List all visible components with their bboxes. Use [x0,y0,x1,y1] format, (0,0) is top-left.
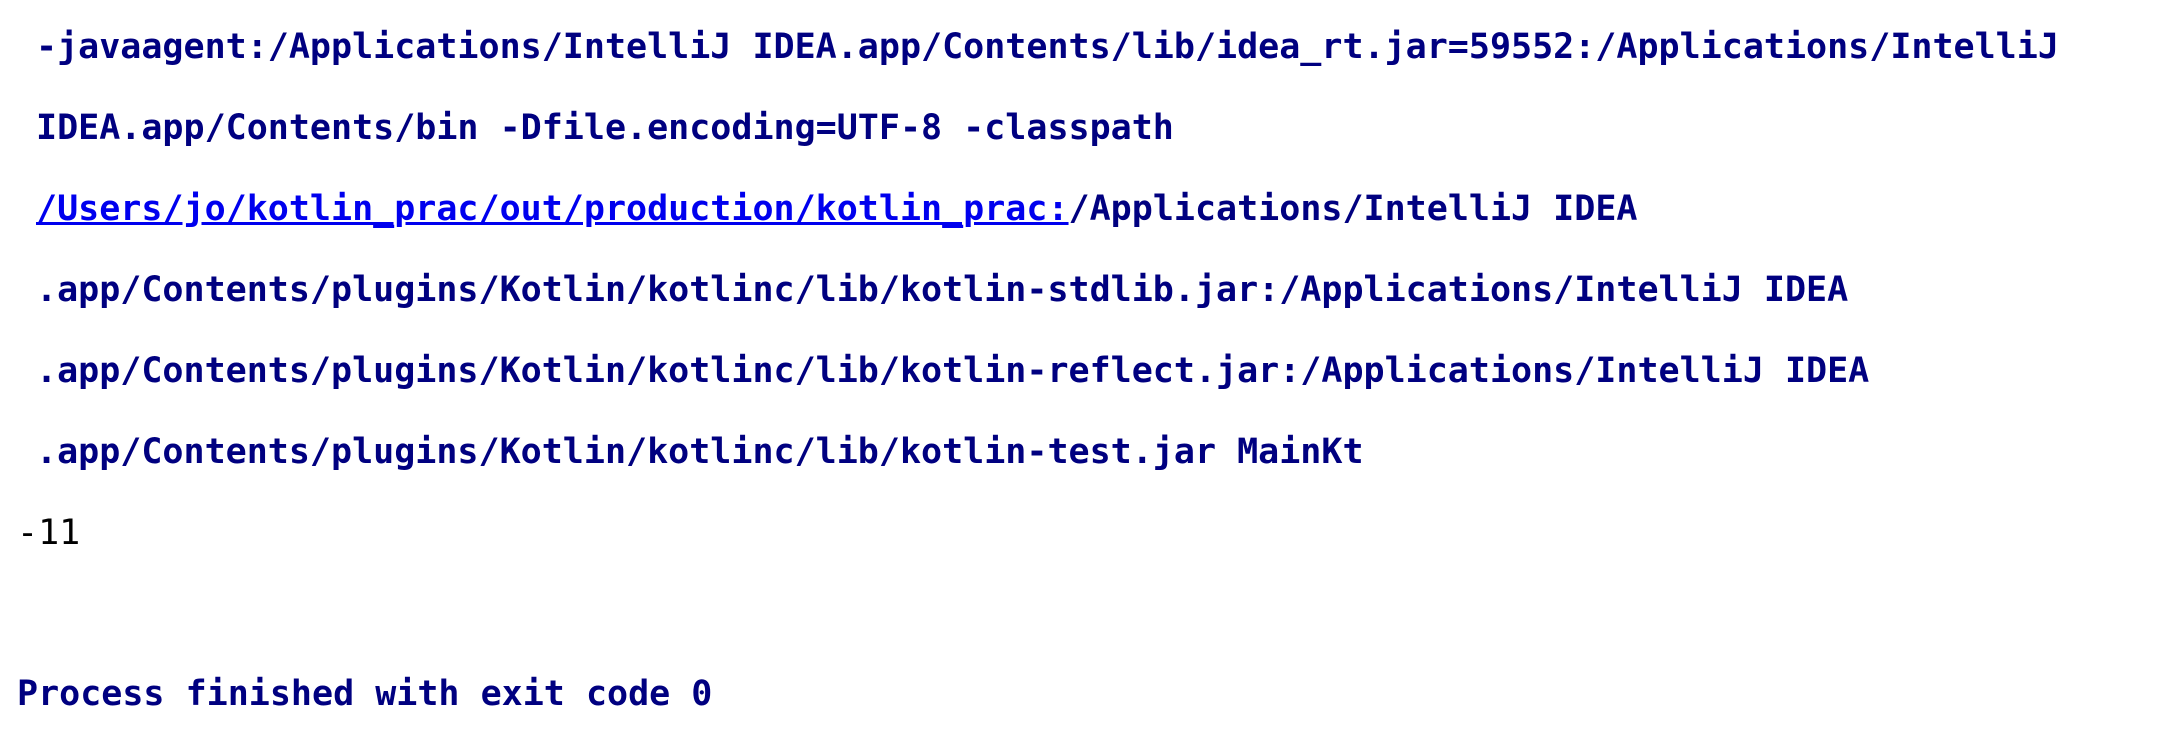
command-line-6: .app/Contents/plugins/Kotlin/kotlinc/lib… [36,432,1364,472]
command-line-1: -javaagent:/Applications/IntelliJ IDEA.a… [36,27,2059,67]
program-output: -11 [17,513,81,553]
exit-message: Process finished with exit code 0 [17,674,713,714]
command-line-3: /Users/jo/kotlin_prac/out/production/kot… [36,187,1637,231]
classpath-output-link[interactable]: /Users/jo/kotlin_prac/out/production/kot… [36,189,1069,229]
command-line-3-rest: /Applications/IntelliJ IDEA [1068,189,1638,229]
command-line-5: .app/Contents/plugins/Kotlin/kotlinc/lib… [36,351,1870,391]
command-line-4: .app/Contents/plugins/Kotlin/kotlinc/lib… [36,270,1849,310]
command-line-2: IDEA.app/Contents/bin -Dfile.encoding=UT… [36,108,1174,148]
